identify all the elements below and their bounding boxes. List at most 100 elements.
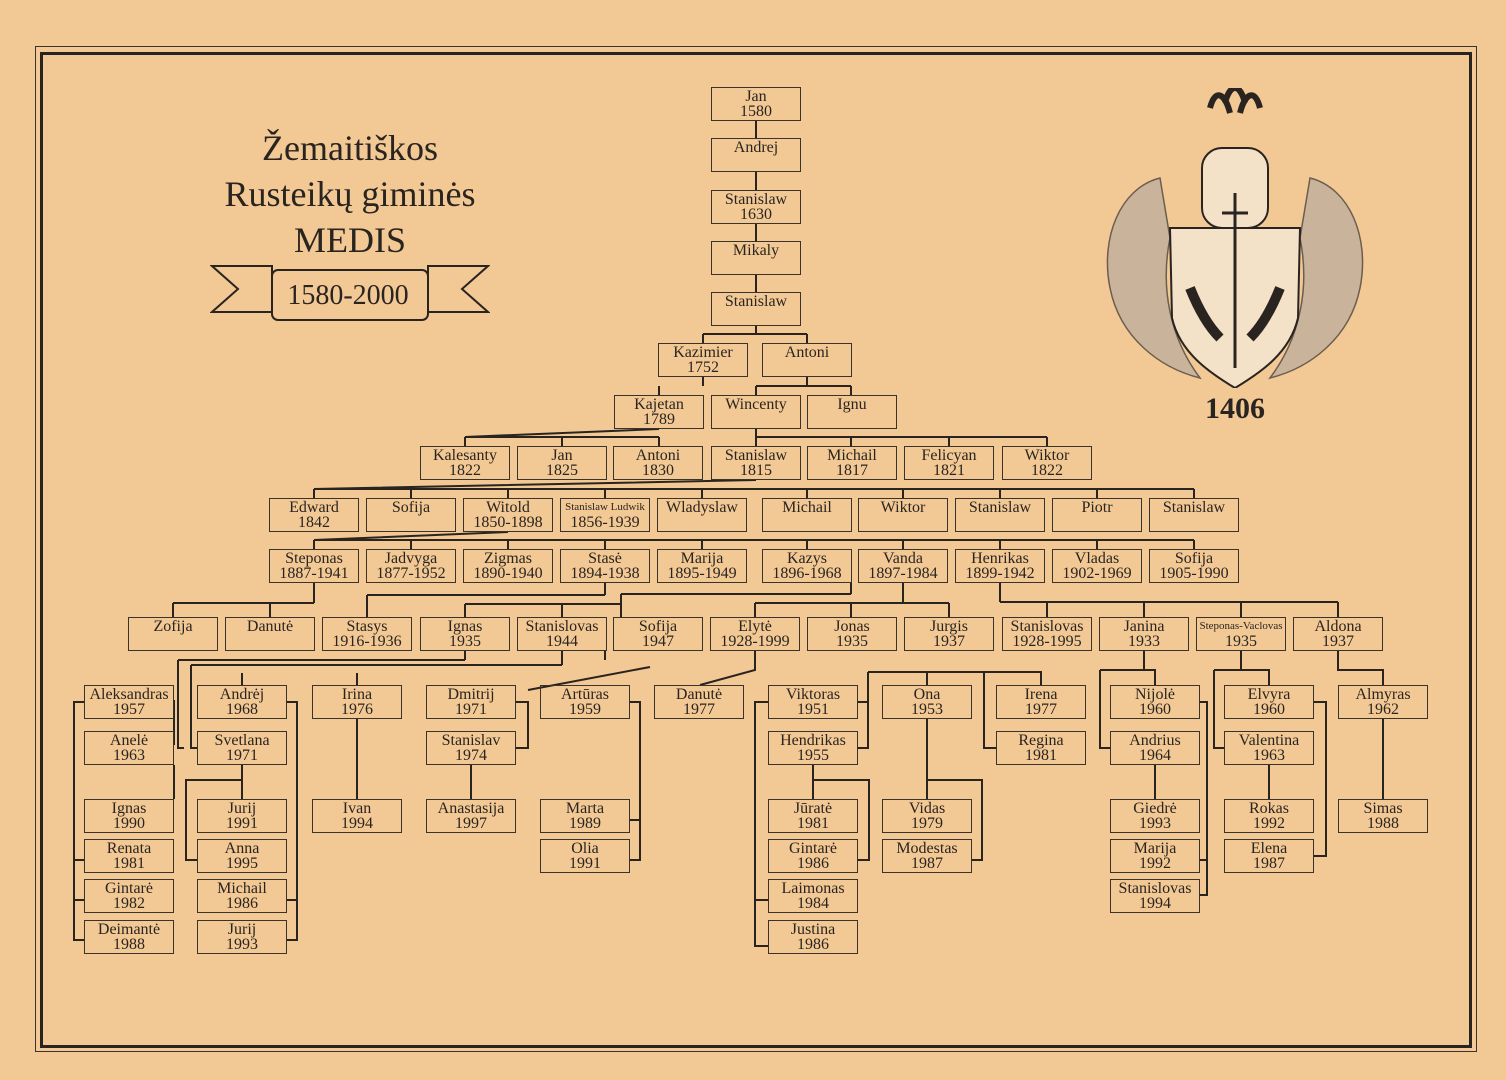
person-box: Michail xyxy=(762,498,852,532)
person-years: 1957 xyxy=(113,701,145,718)
person-years: 1937 xyxy=(1322,633,1354,650)
person-name: Justina xyxy=(790,921,836,938)
person-years: 1815 xyxy=(740,462,772,479)
person-name: Wladyslaw xyxy=(666,499,738,516)
person-box: Zofija xyxy=(128,617,218,651)
person-years: 1981 xyxy=(1025,747,1057,764)
person-years: 1935 xyxy=(1225,633,1257,650)
person-name: Elvyra xyxy=(1247,686,1291,703)
person-years: 1995 xyxy=(226,855,258,872)
person-box: Wiktor xyxy=(858,498,948,532)
person-name: Danutė xyxy=(246,618,294,635)
person-years: 1817 xyxy=(836,462,868,479)
person-years: 1982 xyxy=(113,895,145,912)
person-box: Ignu xyxy=(807,395,897,429)
person-name: Stasys xyxy=(346,618,388,635)
person-name: Andrius xyxy=(1129,732,1181,749)
person-years: 1974 xyxy=(455,747,487,764)
person-name: Stanislovas xyxy=(525,618,599,635)
person-name: Ignas xyxy=(447,618,483,635)
person-years: 1988 xyxy=(113,936,145,953)
person-name: Stanislaw xyxy=(968,499,1032,516)
person-name: Irina xyxy=(341,686,373,703)
person-box: Sofija xyxy=(366,498,456,532)
person-years: 1994 xyxy=(1139,895,1171,912)
person-name: Jonas xyxy=(834,618,870,635)
person-name: Kalesanty xyxy=(433,447,497,464)
person-name: Olia xyxy=(571,840,599,857)
person-years: 1822 xyxy=(1031,462,1063,479)
person-name: Almyras xyxy=(1355,686,1411,703)
person-years: 1928-1999 xyxy=(720,633,790,650)
person-box: Andrej xyxy=(711,138,801,172)
inner-border xyxy=(40,52,1472,1048)
person-name: Kajetan xyxy=(634,396,684,413)
person-name: Zigmas xyxy=(484,550,532,567)
person-years: 1933 xyxy=(1128,633,1160,650)
title-line-3: MEDIS xyxy=(293,220,406,260)
person-name: Jurgis xyxy=(930,618,968,635)
person-name: Deimantė xyxy=(97,921,161,938)
person-years: 1986 xyxy=(797,936,829,953)
person-years: 1968 xyxy=(226,701,258,718)
coat-of-arms-icon xyxy=(1106,88,1364,388)
person-name: Artūras xyxy=(561,686,609,703)
person-name: Rokas xyxy=(1249,800,1289,817)
person-years: 1971 xyxy=(455,701,487,718)
person-years: 1825 xyxy=(546,462,578,479)
person-name: Regina xyxy=(1018,732,1064,749)
document-title: Žemaitiškos Rusteikų giminės MEDIS xyxy=(200,125,500,263)
person-name: Gintarė xyxy=(789,840,837,857)
person-name: Michail xyxy=(827,447,877,464)
person-years: 1971 xyxy=(226,747,258,764)
person-name: Ona xyxy=(913,686,941,703)
person-name: Valentina xyxy=(1238,732,1300,749)
person-box: Piotr xyxy=(1052,498,1142,532)
person-name: Andrėj xyxy=(219,686,265,703)
person-name: Michail xyxy=(217,880,267,897)
person-years: 1789 xyxy=(643,411,675,428)
person-name: Viktoras xyxy=(785,686,841,703)
person-name: Zofija xyxy=(153,618,193,635)
person-years: 1953 xyxy=(911,701,943,718)
person-name: Marija xyxy=(1133,840,1177,857)
person-years: 1990 xyxy=(113,815,145,832)
person-name: Stanislaw Ludwik xyxy=(565,501,645,513)
outer-border xyxy=(35,46,1477,1052)
person-name: Danutė xyxy=(675,686,723,703)
person-box: Mikaly xyxy=(711,241,801,275)
person-name: Steponas xyxy=(285,550,343,567)
person-name: Hendrikas xyxy=(780,732,846,749)
person-years: 1986 xyxy=(226,895,258,912)
person-years: 1902-1969 xyxy=(1062,565,1132,582)
person-name: Sofija xyxy=(1174,550,1214,567)
person-name: Dmitrij xyxy=(447,686,495,703)
